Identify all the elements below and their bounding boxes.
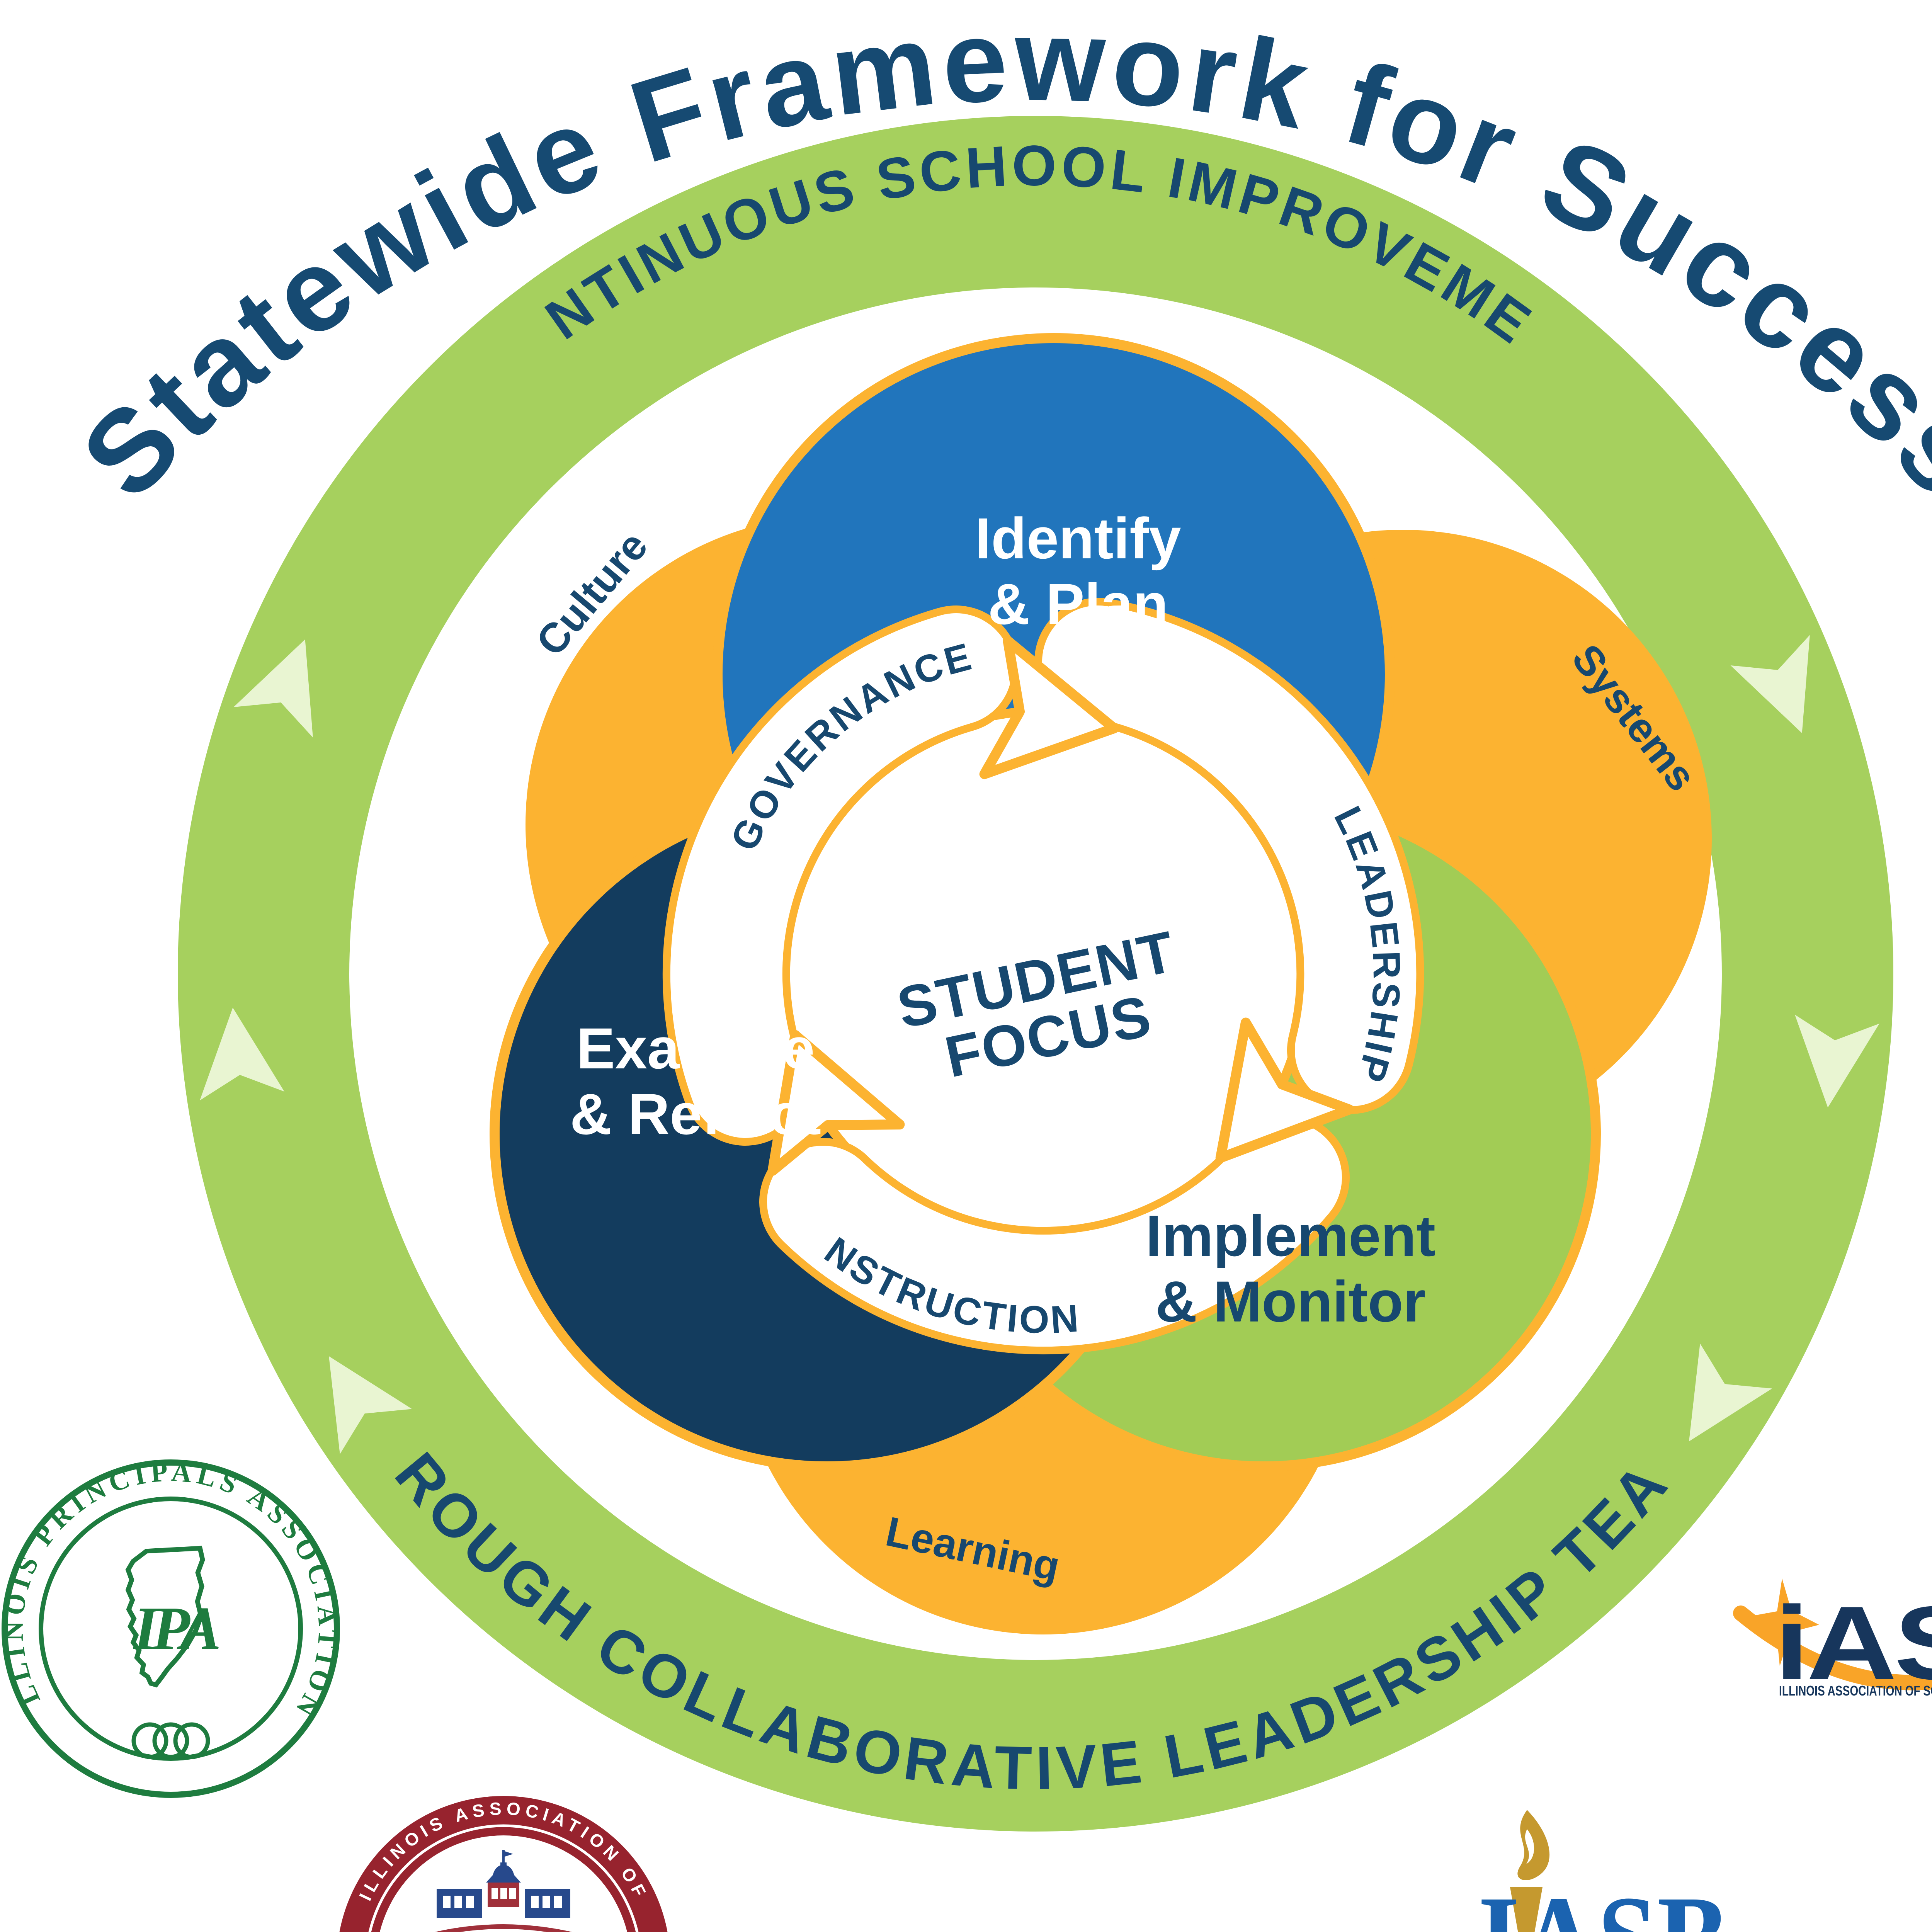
instruction-arrow-icon — [767, 1030, 905, 1176]
ipa-outer-circle — [2, 1459, 340, 1798]
iasb-acronym: IASB — [1478, 1870, 1729, 1932]
ring-arrow-icon — [329, 1356, 412, 1454]
instruction-band — [767, 1121, 1342, 1347]
ipa-rings-icon — [131, 1722, 210, 1759]
identify-plan-label-line2: & Plan — [988, 571, 1168, 636]
ring-flow-arrows — [200, 635, 1879, 1454]
ring-arrow-icon — [200, 1007, 284, 1100]
iasa-swoosh-icon — [1733, 1605, 1932, 1690]
iasb-logo: IASB Illinois Association of School Boar… — [1478, 1810, 1729, 1932]
iasa-star-icon — [1745, 1578, 1819, 1666]
leadership-arrow-icon — [1215, 1017, 1355, 1163]
roe-capitol-icon — [435, 1850, 572, 1932]
leadership-band — [1042, 605, 1417, 1106]
examine-reflect-label-line1: Examine — [577, 1016, 815, 1081]
implement-monitor-label-line2: & Monitor — [1155, 1269, 1426, 1334]
ring-arrow-icon — [1689, 1343, 1772, 1442]
iasb-torch-icon — [1510, 1887, 1543, 1932]
iasa-acronym: iASA — [1775, 1585, 1932, 1701]
ring-arrow-icon — [1730, 635, 1810, 733]
ipa-monogram: IPA — [133, 1594, 219, 1663]
stage-labels: Identify & Plan Examine & Reflect Implem… — [570, 506, 1435, 1334]
ring-arrow-icon — [233, 639, 313, 738]
governance-band — [670, 613, 1012, 1138]
iasa-logo: iASA ILLINOIS ASSOCIATION OF SCHOOL ADMI… — [1733, 1578, 1932, 1701]
governance-arrow-icon — [979, 636, 1119, 779]
implement-monitor-label-line1: Implement — [1146, 1203, 1435, 1268]
cycle-band-arrowheads — [767, 636, 1355, 1176]
cycle-band — [662, 598, 1424, 1355]
ring-band — [178, 116, 1893, 1832]
iasb-flame-core — [1525, 1829, 1534, 1864]
identify-plan-label-line1: Identify — [975, 506, 1181, 571]
examine-reflect-label-line2: & Reflect — [570, 1082, 821, 1146]
roe-band-line — [368, 1824, 639, 1932]
iasa-caption: ILLINOIS ASSOCIATION OF SCHOOL ADMINISTR… — [1779, 1683, 1932, 1699]
ring-arrow-icon — [1795, 1015, 1879, 1108]
